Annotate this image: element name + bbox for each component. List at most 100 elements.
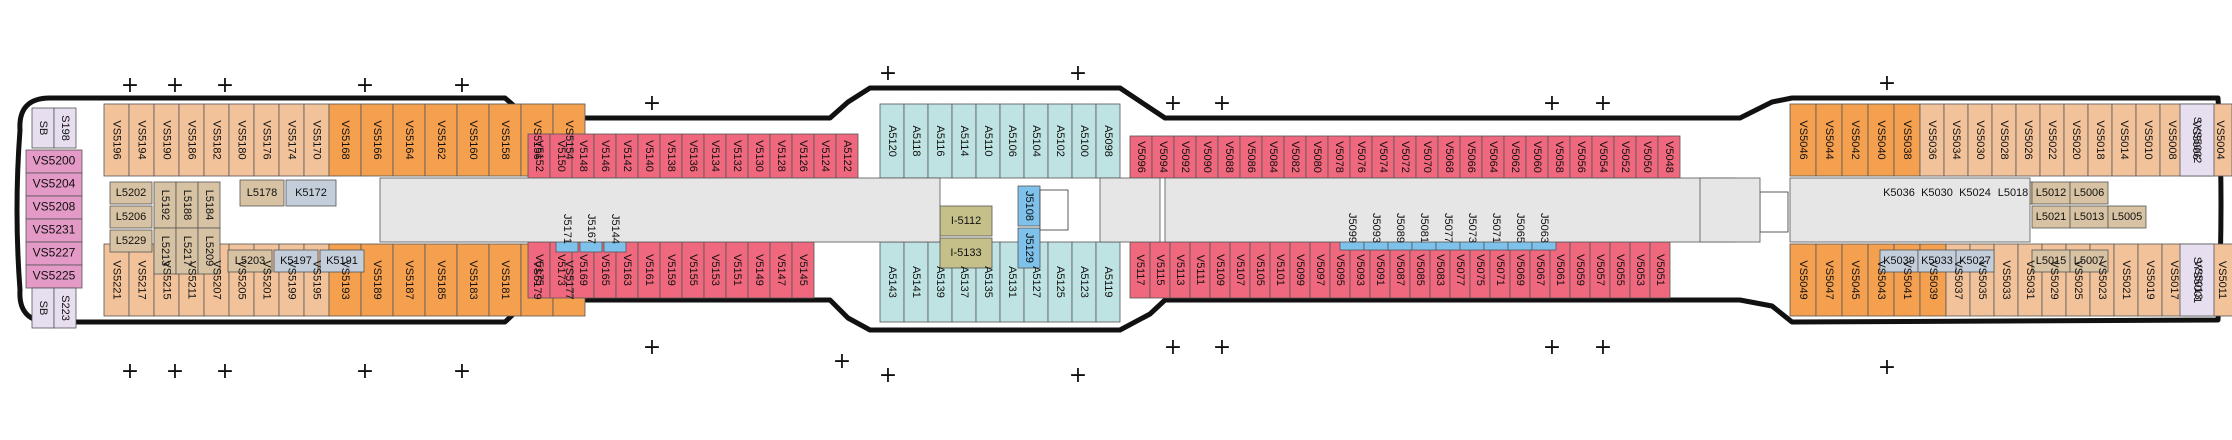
cabin-label-a5135: A5135 bbox=[982, 266, 994, 298]
cabin-vs5183 bbox=[456, 243, 490, 317]
cabin-label-vs5044: VS5044 bbox=[1823, 120, 1835, 159]
cabin-vs5021 bbox=[2113, 243, 2139, 317]
cabin-label-vs5017: VS5017 bbox=[2168, 260, 2180, 299]
cabin-label-vs5180: VS5180 bbox=[236, 120, 248, 159]
lifeboat-plus-icon: + bbox=[1069, 61, 1087, 86]
cabin-label-vs5190: VS5190 bbox=[161, 120, 173, 159]
cabin-label-v5067: V5067 bbox=[1534, 254, 1546, 286]
cabin-i-5133 bbox=[939, 237, 993, 269]
cabin-label-vs5025: VS5025 bbox=[2072, 260, 2084, 299]
cabin-a5123 bbox=[1071, 241, 1097, 323]
cabin-vs5022 bbox=[2039, 103, 2065, 177]
cabin-label-l5213: L5213 bbox=[159, 236, 171, 267]
cabin-label-vs5193: VS5193 bbox=[339, 260, 351, 299]
cabin-label-vs5039: VS5039 bbox=[1927, 260, 1939, 299]
cabin-vs5034 bbox=[1943, 103, 1969, 177]
cabin-label-vs5176: VS5176 bbox=[261, 120, 273, 159]
cabin-label-vs5020: VS5020 bbox=[2070, 120, 2082, 159]
cabin-label-vs5168: VS5168 bbox=[339, 120, 351, 159]
cabin-label-vs5034: VS5034 bbox=[1950, 120, 1962, 159]
cabin-label-a5116: A5116 bbox=[934, 126, 946, 157]
cabin-label-v5165: V5165 bbox=[599, 254, 611, 286]
cabin-label-vs5036: VS5036 bbox=[1926, 120, 1938, 159]
lifeboat-plus-icon: + bbox=[1543, 91, 1561, 116]
cabin-label-vs5013: VS5013 bbox=[2192, 260, 2204, 299]
cabin-label-j5065: J5065 bbox=[1514, 213, 1526, 243]
cabin-label-vs5231: VS5231 bbox=[33, 223, 76, 237]
cabin-vs5187 bbox=[392, 243, 426, 317]
cabin-label-vs5047: VS5047 bbox=[1823, 260, 1835, 299]
cabin-label-a5100: A5100 bbox=[1078, 125, 1090, 157]
cabin-label-a5114: A5114 bbox=[958, 126, 970, 157]
cabin-label-v5066: V5066 bbox=[1465, 141, 1477, 173]
cabin-label-v5062: V5062 bbox=[1509, 141, 1521, 173]
cabin-vs5026 bbox=[2015, 103, 2041, 177]
cabin-vs5174 bbox=[278, 103, 305, 177]
cabin-label-v5113: V5113 bbox=[1174, 255, 1186, 286]
cabin-label-v5085: V5085 bbox=[1414, 254, 1426, 286]
cabin-label-k5036: K5036 bbox=[1883, 187, 1915, 199]
cabin-label-vs5031: VS5031 bbox=[2024, 260, 2036, 299]
cabin-label-s198: S198 bbox=[59, 115, 71, 141]
lifeboat-plus-icon: + bbox=[166, 359, 184, 384]
cabin-a5106 bbox=[999, 103, 1025, 179]
cabin-label-vs5205: VS5205 bbox=[236, 260, 248, 299]
cabin-label-a5110: A5110 bbox=[982, 126, 994, 157]
corridor-aft bbox=[379, 177, 941, 243]
cabin-label-v5084: V5084 bbox=[1267, 141, 1279, 173]
cabin-label-k5024: K5024 bbox=[1959, 187, 1991, 199]
cabin-vs5042 bbox=[1841, 103, 1869, 177]
cabin-label-vs5046: VS5046 bbox=[1797, 120, 1809, 159]
cabin-s198 bbox=[53, 107, 77, 149]
cabin-l5007 bbox=[2069, 249, 2109, 273]
cabin-label-a5122: A5122 bbox=[841, 140, 853, 172]
lifeboat-plus-icon: + bbox=[356, 73, 374, 98]
cabin-label-vs5019: VS5019 bbox=[2144, 260, 2156, 299]
cabin-label-v5092: V5092 bbox=[1179, 141, 1191, 173]
cabin-vs5170 bbox=[303, 103, 330, 177]
cabin-label-v5070: V5070 bbox=[1421, 141, 1433, 173]
cabin-vs5028 bbox=[1991, 103, 2017, 177]
cabin-label-v5126: V5126 bbox=[797, 140, 809, 172]
lifeboat-plus-icon: + bbox=[453, 359, 471, 384]
cabin-label-vs5170: VS5170 bbox=[311, 120, 323, 159]
cabin-label-vs5023: VS5023 bbox=[2096, 260, 2108, 299]
corridor-mid bbox=[1099, 177, 1161, 243]
cabin-label-a5118: A5118 bbox=[910, 126, 922, 157]
cabin-label-l5007: L5007 bbox=[2074, 255, 2105, 267]
cabin-label-vs5181: VS5181 bbox=[499, 260, 511, 299]
cabin-label-a5119: A5119 bbox=[1102, 267, 1114, 298]
cabin-label-v5051: V5051 bbox=[1654, 254, 1666, 286]
lifeboat-plus-icon: + bbox=[216, 359, 234, 384]
cabin-l5209 bbox=[197, 227, 221, 275]
cabin-k5027 bbox=[1955, 249, 1995, 273]
cabin-label-sys5002: SYS5002 bbox=[2191, 117, 2203, 163]
cabin-k5172 bbox=[285, 179, 337, 207]
cabin-label-vs5006: VS5006 bbox=[2190, 120, 2202, 159]
cabin-label-k5033: K5033 bbox=[1921, 255, 1953, 267]
cabin-label-v5077: V5077 bbox=[1454, 254, 1466, 286]
cabin-label-vs5033: VS5033 bbox=[2000, 260, 2012, 299]
cabin-label-v5117: V5117 bbox=[1134, 255, 1146, 286]
cabin-label-v5050: V5050 bbox=[1641, 141, 1653, 173]
cabin-l5229 bbox=[109, 229, 153, 253]
lifeboat-plus-icon: + bbox=[1213, 335, 1231, 360]
lifeboat-plus-icon: + bbox=[1213, 91, 1231, 116]
cabin-label-j5081: J5081 bbox=[1418, 213, 1430, 243]
cabin-label-l5021: L5021 bbox=[2036, 211, 2067, 223]
cabin-label-l5229: L5229 bbox=[116, 235, 147, 247]
cabin-label-a5104: A5104 bbox=[1030, 125, 1042, 157]
cabin-vs5164 bbox=[392, 103, 426, 177]
cabin-l5006 bbox=[2069, 181, 2109, 205]
cabin-l5178 bbox=[239, 179, 285, 207]
cabin-a5143 bbox=[879, 241, 905, 323]
cabin-label-v5155: V5155 bbox=[687, 254, 699, 286]
cabin-label-v5136: V5136 bbox=[687, 140, 699, 172]
cabin-label-v5161: V5161 bbox=[643, 254, 655, 286]
cabin-label-a5106: A5106 bbox=[1006, 125, 1018, 157]
cabin-label-v5090: V5090 bbox=[1201, 141, 1213, 173]
cabin-label-vs5207: VS5207 bbox=[211, 260, 223, 299]
cabin-label-vs5164: VS5164 bbox=[403, 120, 415, 159]
lifeboat-plus-icon: + bbox=[1164, 335, 1182, 360]
cabin-label-v5055: V5055 bbox=[1614, 254, 1626, 286]
